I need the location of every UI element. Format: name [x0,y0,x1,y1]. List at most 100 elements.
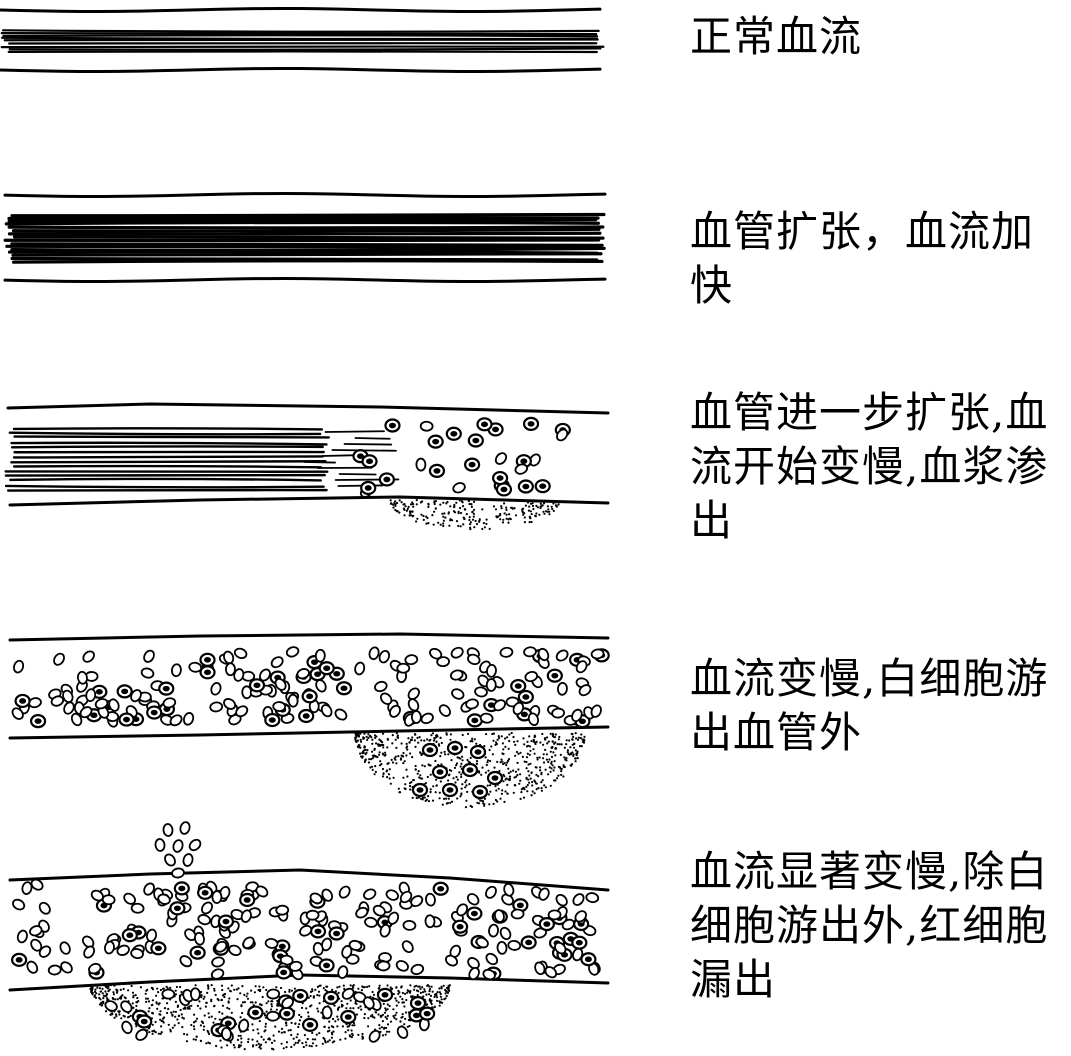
plasma-exudate-dot [493,803,495,805]
erythrocyte [59,960,74,975]
leukocyte-nucleus [174,905,181,911]
plasma-exudate-dot [439,1005,441,1007]
plasma-exudate-dot [390,783,392,785]
plasma-exudate-dot [264,1026,266,1028]
plasma-exudate-dot [469,528,471,530]
plasma-exudate-dot [389,1005,391,1007]
plasma-exudate-dot [546,759,548,761]
plasma-exudate-dot [382,1020,384,1022]
vessel-wall [0,69,600,72]
plasma-exudate-dot [395,987,397,989]
plasma-exudate-dot [374,765,376,767]
plasma-exudate-dot [439,755,441,757]
plasma-exudate-dot [548,741,550,743]
plasma-exudate-dot [412,995,414,997]
plasma-exudate-dot [554,741,556,743]
erythrocyte [102,895,115,905]
plasma-exudate-dot [393,502,395,504]
plasma-exudate-dot [426,799,428,801]
plasma-exudate-dot [387,1015,389,1017]
plasma-exudate-dot [428,740,430,742]
plasma-exudate-dot [331,1033,333,1035]
erythrocyte [354,662,365,676]
flow-streak [14,466,321,467]
plasma-exudate-dot [391,742,393,744]
plasma-exudate-dot [539,756,541,758]
plasma-exudate-dot [371,766,373,768]
plasma-exudate-dot [430,734,432,736]
plasma-exudate-dot [472,519,474,521]
plasma-exudate-dot [413,989,415,991]
plasma-exudate-dot [478,802,480,804]
plasma-exudate-dot [304,1034,306,1036]
plasma-exudate-dot [283,1031,285,1033]
plasma-exudate-dot [428,993,430,995]
leukocyte-nucleus [415,1000,422,1006]
plasma-exudate-dot [517,768,519,770]
plasma-exudate-dot [445,990,447,992]
plasma-exudate-dot [377,745,379,747]
plasma-exudate-dot [416,797,418,799]
plasma-exudate-dot [399,1020,401,1022]
plasma-exudate-dot [536,783,538,785]
plasma-exudate-dot [297,1033,299,1035]
plasma-exudate-dot [396,732,398,734]
erythrocyte [179,821,191,835]
plasma-exudate-dot [407,1026,409,1028]
plasma-exudate-dot [409,984,411,986]
plasma-exudate-dot [386,746,388,748]
plasma-exudate-dot [375,756,377,758]
plasma-exudate-dot [543,784,545,786]
plasma-exudate-dot [559,767,561,769]
flow-streak [14,428,322,429]
plasma-exudate-dot [446,995,448,997]
erythrocyte [333,707,348,721]
flow-streak [9,220,595,221]
flow-streak [6,222,598,223]
plasma-exudate-dot [521,499,523,501]
plasma-exudate-dot [329,1039,331,1041]
plasma-exudate-dot [518,783,520,785]
leukocyte-nucleus [35,718,42,724]
plasma-exudate-dot [256,1040,258,1042]
plasma-exudate-dot [502,753,504,755]
erythrocyte [172,839,184,853]
plasma-exudate-dot [551,508,553,510]
plasma-exudate-dot [105,995,107,997]
plasma-exudate-dot [328,1030,330,1032]
plasma-exudate-dot [325,1041,327,1043]
plasma-exudate-dot [402,762,404,764]
erythrocyte [25,960,39,975]
plasma-exudate-dot [193,1014,195,1016]
plasma-exudate-dot [465,779,467,781]
plasma-exudate-dot [547,508,549,510]
plasma-exudate-dot [328,1021,330,1023]
plasma-exudate-dot [331,989,333,991]
plasma-exudate-dot [419,751,421,753]
plasma-exudate-dot [396,510,398,512]
flow-streak [10,479,320,481]
plasma-exudate-dot [350,999,352,1001]
erythrocyte [452,481,466,494]
plasma-exudate-dot [260,1044,262,1046]
plasma-exudate-dot [243,994,245,996]
plasma-exudate-dot [471,740,473,742]
erythrocyte [425,893,436,906]
leukocyte-nucleus [126,932,133,938]
leukocyte-nucleus [457,924,464,930]
plasma-exudate-dot [365,752,367,754]
plasma-exudate-dot [171,1014,173,1016]
plasma-exudate-dot [501,789,503,791]
plasma-exudate-dot [481,767,483,769]
plasma-exudate-dot [407,508,409,510]
erythrocyte [191,988,200,1000]
plasma-exudate-dot [267,1038,269,1040]
plasma-exudate-dot [576,752,578,754]
plasma-exudate-dot [281,1043,283,1045]
plasma-exudate-dot [117,1010,119,1012]
plasma-exudate-dot [444,517,446,519]
plasma-exudate-dot [262,996,264,998]
plasma-exudate-dot [555,733,557,735]
plasma-exudate-dot [252,1045,254,1047]
erythrocyte [416,458,425,470]
